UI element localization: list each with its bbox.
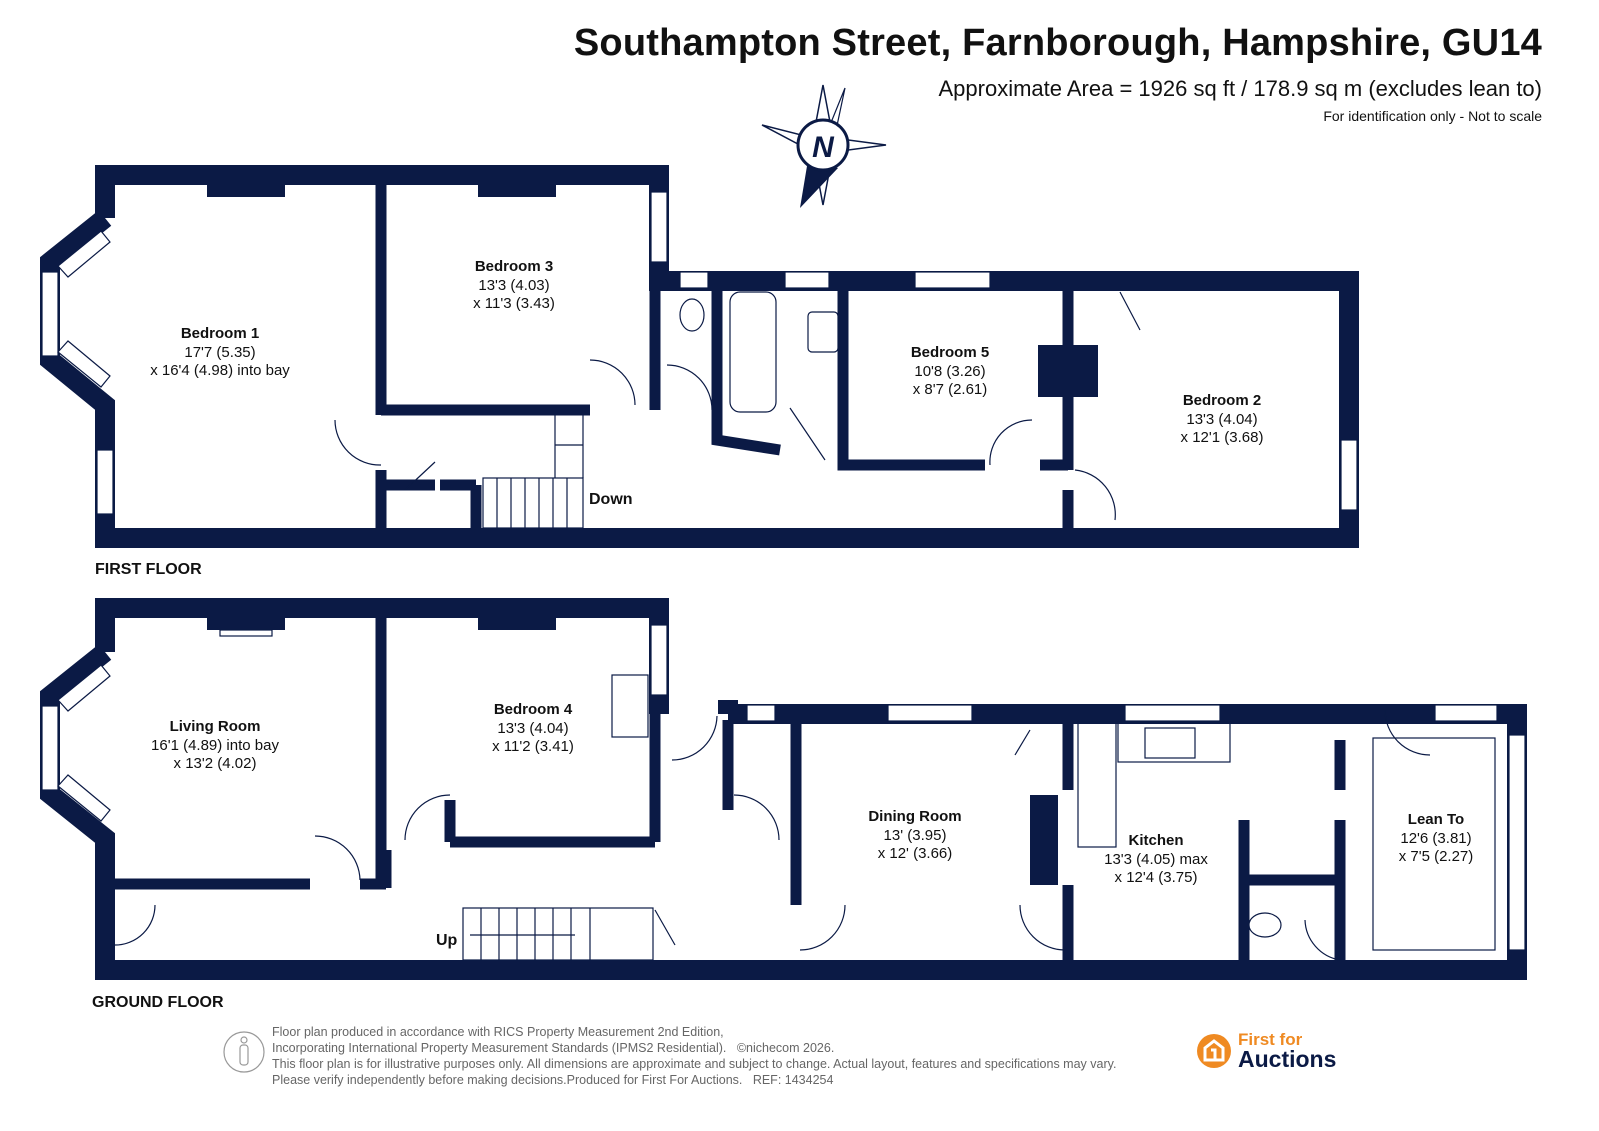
room-name-bedroom-1: Bedroom 1 xyxy=(181,325,259,342)
room-name-bedroom-3: Bedroom 3 xyxy=(475,258,553,275)
approximate-area: Approximate Area = 1926 sq ft / 178.9 sq… xyxy=(938,76,1542,101)
footer-line: Please verify independently before makin… xyxy=(272,1073,743,1087)
room-dim: 13' (3.95) xyxy=(884,827,947,844)
room-dim: x 8'7 (2.61) xyxy=(913,381,988,398)
first-for-auctions-logo: First for Auctions xyxy=(1196,1030,1337,1072)
footer-disclaimer: Floor plan produced in accordance with R… xyxy=(272,1024,1116,1088)
room-dim: x 12' (3.66) xyxy=(878,845,953,862)
room-dim: 12'6 (3.81) xyxy=(1400,830,1471,847)
room-dim: x 12'4 (3.75) xyxy=(1115,869,1198,886)
room-dim: x 7'5 (2.27) xyxy=(1399,848,1474,865)
ground-floor-label: GROUND FLOOR xyxy=(92,994,224,1011)
compass-icon: N xyxy=(761,84,887,208)
room-name-kitchen: Kitchen xyxy=(1128,832,1183,849)
logo-line-2: Auctions xyxy=(1238,1046,1337,1072)
ground-floor-plan: GROUND FLOOR Up Living Room 16'1 (4.89) … xyxy=(40,598,1527,1011)
room-dim: x 11'2 (3.41) xyxy=(492,738,574,755)
room-dim: x 16'4 (4.98) into bay xyxy=(150,362,290,379)
first-floor-plan: FIRST FLOOR Down Bedroom 1 17'7 (5.35) x… xyxy=(40,165,1359,578)
room-name-lean-to: Lean To xyxy=(1408,811,1464,828)
room-dim: 16'1 (4.89) into bay xyxy=(151,737,279,754)
stairs-up-label: Up xyxy=(436,932,458,949)
room-dim: 10'8 (3.26) xyxy=(914,363,985,380)
logo-line-1: First for xyxy=(1238,1030,1303,1049)
copyright: ©nichecom 2026. xyxy=(736,1041,835,1055)
first-floor-label: FIRST FLOOR xyxy=(95,561,202,578)
identification-note: For identification only - Not to scale xyxy=(1323,108,1542,124)
footer-line: Incorporating International Property Mea… xyxy=(272,1041,727,1055)
room-dim: x 12'1 (3.68) xyxy=(1181,429,1264,446)
footer-line: Floor plan produced in accordance with R… xyxy=(272,1025,724,1039)
room-name-dining-room: Dining Room xyxy=(868,808,961,825)
stairs-down-label: Down xyxy=(589,491,633,508)
room-dim: 17'7 (5.35) xyxy=(184,344,255,361)
room-dim: 13'3 (4.03) xyxy=(478,277,549,294)
room-name-bedroom-4: Bedroom 4 xyxy=(494,701,573,718)
person-icon xyxy=(223,1031,265,1073)
compass-letter: N xyxy=(812,131,835,164)
room-dim: x 13'2 (4.02) xyxy=(174,755,257,772)
room-name-living-room: Living Room xyxy=(170,718,261,735)
room-dim: x 11'3 (3.43) xyxy=(473,295,555,312)
room-dim: 13'3 (4.05) max xyxy=(1104,851,1208,868)
room-name-bedroom-2: Bedroom 2 xyxy=(1183,392,1261,409)
room-name-bedroom-5: Bedroom 5 xyxy=(911,344,989,361)
room-dim: 13'3 (4.04) xyxy=(1186,411,1257,428)
logo-house-icon xyxy=(1197,1034,1231,1068)
footer-line: This floor plan is for illustrative purp… xyxy=(272,1057,1117,1071)
reference-number: REF: 1434254 xyxy=(752,1073,834,1087)
room-dim: 13'3 (4.04) xyxy=(497,720,568,737)
page-title: Southampton Street, Farnborough, Hampshi… xyxy=(573,22,1542,64)
